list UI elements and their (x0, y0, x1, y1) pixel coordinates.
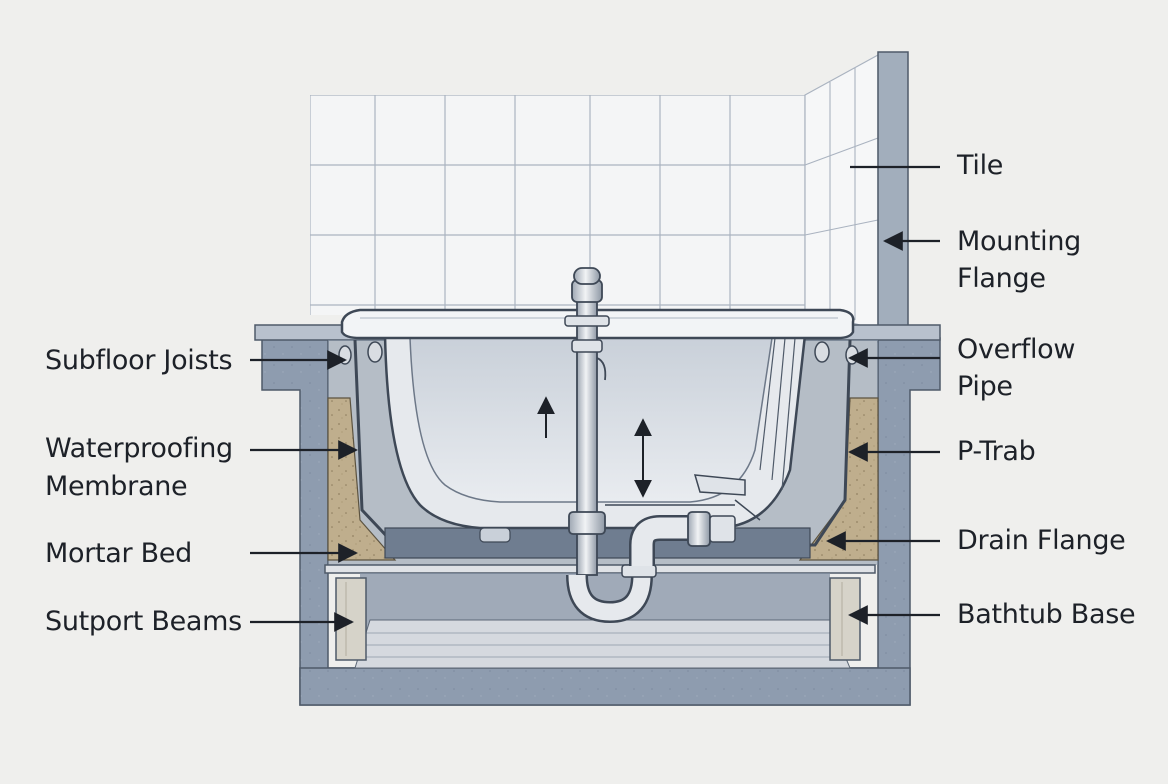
label-bathtub-base: Bathtub Base (957, 599, 1136, 630)
label-support-beams: Sutport Beams (45, 606, 242, 637)
label-mortar-bed: Mortar Bed (45, 538, 193, 569)
flow-arrows (537, 396, 652, 498)
label-waterproofing-membrane-line2: Membrane (45, 471, 188, 502)
label-drain-flange: Drain Flange (957, 525, 1126, 556)
concrete-foundation (261, 337, 941, 706)
label-p-trap: P-Trab (957, 436, 1036, 467)
bathtub-base-slab (324, 564, 876, 574)
label-mounting-flange-line1: Mounting (957, 226, 1081, 257)
label-overflow-pipe-line1: Overflow (957, 334, 1076, 365)
mounting-flange-wall (877, 51, 909, 343)
label-waterproofing-membrane-line1: Waterproofing (45, 433, 233, 464)
label-overflow-pipe-line2: Pipe (957, 371, 1013, 402)
label-subfloor-joists: Subfloor Joists (45, 345, 233, 376)
mortar-bed (327, 397, 879, 561)
drain-plumbing (564, 267, 761, 624)
label-tile: Tile (957, 150, 1004, 181)
label-mounting-flange-line2: Flange (957, 263, 1046, 294)
wall-tiles (310, 53, 879, 331)
